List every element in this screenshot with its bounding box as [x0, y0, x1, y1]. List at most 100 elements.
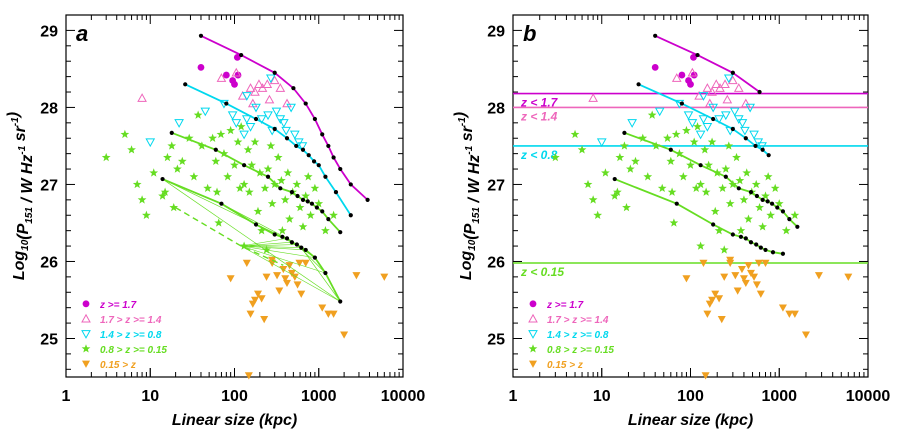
data-point [275, 287, 284, 295]
data-point [241, 115, 252, 125]
data-point [785, 310, 794, 318]
data-point [324, 310, 333, 318]
track-dot [291, 86, 296, 91]
data-point [285, 214, 294, 223]
y-axis-label-part: 151 [24, 207, 35, 224]
track-dot [754, 193, 760, 199]
track-dot [636, 82, 641, 87]
track-dot [765, 199, 770, 204]
track-dot [284, 236, 290, 241]
track-dot [748, 240, 754, 245]
track-dot [348, 213, 353, 218]
data-point [247, 160, 257, 169]
fan-line [162, 178, 341, 302]
track-dot [780, 209, 786, 214]
data-point [329, 210, 338, 219]
data-point [667, 187, 677, 196]
data-point [247, 98, 258, 108]
track-dot [738, 234, 744, 239]
track-dot [300, 147, 306, 152]
limit-label: z < 1.7 [520, 96, 559, 110]
track-dot [316, 163, 321, 168]
data-point [758, 222, 768, 231]
track-dot [213, 147, 218, 152]
data-point [263, 111, 273, 121]
x-tick-label: 10 [141, 388, 159, 405]
x-tick-label: 1000 [301, 388, 337, 405]
y-tick-label: 26 [40, 254, 58, 271]
data-point [137, 93, 147, 102]
data-point [298, 222, 308, 231]
data-point [687, 80, 694, 88]
data-point [669, 218, 679, 227]
data-point [583, 179, 593, 189]
data-point [704, 160, 713, 169]
y-axis-label-part: -1 [17, 145, 28, 154]
data-point [184, 133, 194, 142]
data-point [295, 202, 305, 212]
data-point [310, 183, 320, 193]
track-dot [338, 299, 343, 304]
x-tick-label: 1000 [761, 388, 797, 405]
data-point [273, 152, 283, 162]
track-dot [763, 247, 768, 253]
fan-line [241, 245, 306, 251]
track-dot [183, 82, 188, 87]
data-point [720, 273, 729, 281]
data-point [749, 130, 759, 140]
track-dot [348, 182, 353, 187]
data-point [269, 75, 280, 85]
data-point [245, 122, 256, 132]
data-point [352, 272, 361, 280]
data-point [593, 210, 603, 219]
data-point [736, 226, 746, 235]
track-dot [320, 132, 325, 137]
data-point [678, 172, 688, 181]
data-point [651, 63, 659, 71]
track-dot [160, 176, 165, 182]
data-point [752, 281, 761, 289]
track-dot [169, 130, 174, 135]
y-tick-label: 25 [40, 331, 58, 348]
data-point [698, 92, 709, 101]
data-point [570, 129, 580, 139]
data-point [223, 172, 233, 181]
y-axis-label-part: ) [452, 112, 469, 119]
data-point [744, 214, 753, 223]
track-dot [312, 116, 317, 122]
track-dot [326, 143, 331, 149]
track-dot [766, 153, 771, 158]
data-point [163, 152, 172, 162]
data-point [695, 130, 706, 140]
data-point [671, 73, 682, 82]
data-point [301, 191, 311, 200]
data-point [751, 179, 761, 189]
track-dot [674, 201, 679, 206]
data-point [814, 272, 823, 280]
data-point [297, 142, 308, 151]
data-point [710, 206, 720, 216]
y-axis-label-part: Log [458, 251, 475, 281]
data-point [145, 138, 156, 148]
data-point [638, 133, 648, 142]
track-dot [303, 247, 308, 253]
x-tick-label: 100 [221, 388, 248, 405]
track-dot [338, 230, 343, 235]
track-dot [239, 52, 244, 58]
data-point [588, 195, 598, 204]
data-point [283, 168, 293, 177]
data-point [216, 129, 226, 139]
data-point [724, 141, 734, 150]
data-point [732, 152, 741, 162]
data-point [620, 141, 629, 150]
data-point [253, 206, 263, 216]
data-point [174, 119, 184, 128]
data-point [719, 245, 729, 254]
panel-label: b [523, 21, 536, 46]
data-point [286, 103, 296, 113]
track-dot [278, 186, 283, 191]
track-dot [758, 245, 763, 250]
track-dot [730, 232, 735, 237]
data-point [197, 141, 207, 150]
